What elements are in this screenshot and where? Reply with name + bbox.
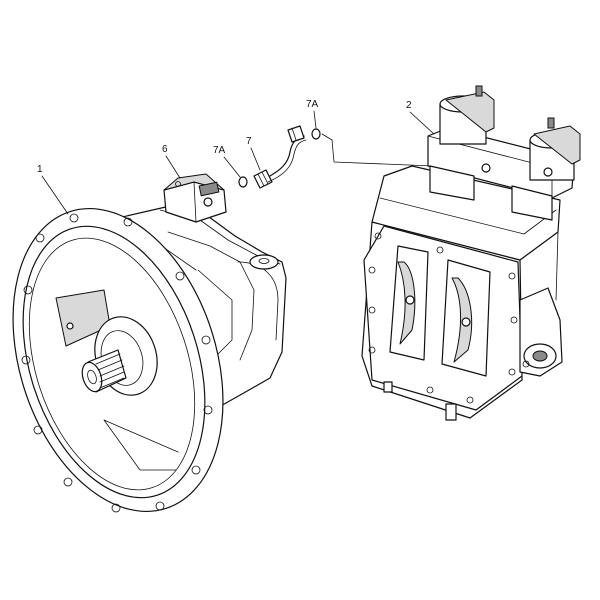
callout-part-2: 2 [406, 100, 435, 135]
bolt-hole [436, 246, 444, 254]
callout-label-2: 2 [406, 100, 412, 111]
part-7-tube-line [253, 125, 307, 189]
valve-block-screw [203, 197, 213, 207]
lower-cylinder-left [429, 165, 475, 201]
flange-strut-bolt [66, 322, 74, 330]
leader-line-6 [165, 155, 181, 179]
bolt-hole [510, 316, 518, 324]
leader-line-2 [409, 111, 435, 135]
callout-part-1: 1 [37, 164, 69, 215]
body-rib [197, 269, 233, 367]
port-window-right-inner [451, 277, 473, 363]
bolt-hole [63, 477, 73, 487]
flange-bolt-holes [21, 213, 213, 513]
side-plate-bolts [368, 232, 518, 404]
port-window-left-inner [397, 261, 416, 345]
flange-web [103, 419, 179, 471]
solenoid-right-pin [547, 117, 555, 129]
spline-shaft-center [87, 369, 97, 385]
valve-block-edge [193, 181, 197, 223]
bolt-hole [466, 396, 474, 404]
valve-block-connector [198, 181, 220, 197]
bolt-hole [33, 425, 43, 435]
tube-fitting-right-hex [291, 127, 297, 141]
bolt-hole [508, 272, 516, 280]
pump-body-side [237, 261, 279, 341]
bolt-hole [191, 465, 201, 475]
bolt-hole [23, 285, 33, 295]
tube-line [269, 135, 305, 177]
bolt-hole [368, 346, 376, 354]
right-boss-port-inner [532, 350, 548, 362]
callout-label-1: 1 [37, 164, 43, 175]
bolt-hole [69, 213, 79, 223]
bolt-hole [35, 233, 45, 243]
leader-line-7 [250, 147, 261, 171]
bolt-hole [368, 306, 376, 314]
leader-line-7a-right [313, 110, 317, 129]
bolt-hole [508, 368, 516, 376]
pump-housing-assembly [12, 173, 287, 513]
bolt-hole [203, 405, 213, 415]
callout-part-7a-left: 7A [213, 145, 241, 178]
callout-label-7a-right: 7A [306, 99, 319, 110]
o-ring-left [238, 176, 248, 188]
tube-fitting-left-hex [257, 171, 269, 187]
bolt-hole [175, 271, 185, 281]
bolt-hole [374, 232, 382, 240]
side-port-boss [249, 254, 279, 270]
leader-line-1 [41, 175, 69, 215]
callout-label-7a-left: 7A [213, 145, 226, 156]
regulator-housing-edge [519, 231, 559, 301]
mounting-flange-rim [28, 237, 196, 491]
lower-cylinder-right [511, 185, 553, 221]
bolt-hole [111, 503, 121, 513]
bolt-hole [368, 266, 376, 274]
port-right-bolt [461, 317, 471, 327]
tube-fitting-right [287, 125, 305, 143]
part-6-valve-block [163, 173, 227, 223]
solenoid-right-band [533, 125, 581, 165]
bottom-stud-right [445, 403, 457, 421]
leader-line-7a-left [223, 156, 241, 178]
callout-part-6: 6 [162, 144, 181, 179]
callout-label-6: 6 [162, 144, 168, 155]
bolt-hole [123, 217, 133, 227]
solenoid-left-pin [475, 85, 483, 97]
bolt-hole [426, 386, 434, 394]
lower-cylinder-right-plug [543, 167, 553, 177]
tube-line-inner [267, 139, 307, 183]
top-block-port [481, 163, 491, 173]
mounting-flange-inner [22, 225, 206, 499]
bolt-hole [21, 355, 31, 365]
valve-block-screw-2 [175, 181, 181, 187]
bottom-stud-left [383, 381, 393, 393]
assembly-reference-line [321, 133, 483, 169]
spline-teeth [95, 353, 125, 389]
port-left-bolt [405, 295, 415, 305]
tube-fitting-left [253, 169, 273, 189]
part-2-regulator-assembly [361, 85, 581, 421]
callout-part-7a-right: 7A [306, 99, 319, 129]
right-boss-bolt [522, 360, 530, 368]
callout-label-7: 7 [246, 136, 252, 147]
side-port-hole [258, 258, 270, 264]
callout-part-7: 7 [246, 136, 261, 171]
pump-body-ridge [167, 231, 255, 361]
bolt-hole [201, 335, 211, 345]
o-ring-right [311, 128, 321, 140]
bolt-hole [155, 501, 165, 511]
spline-shaft-end [81, 361, 103, 393]
